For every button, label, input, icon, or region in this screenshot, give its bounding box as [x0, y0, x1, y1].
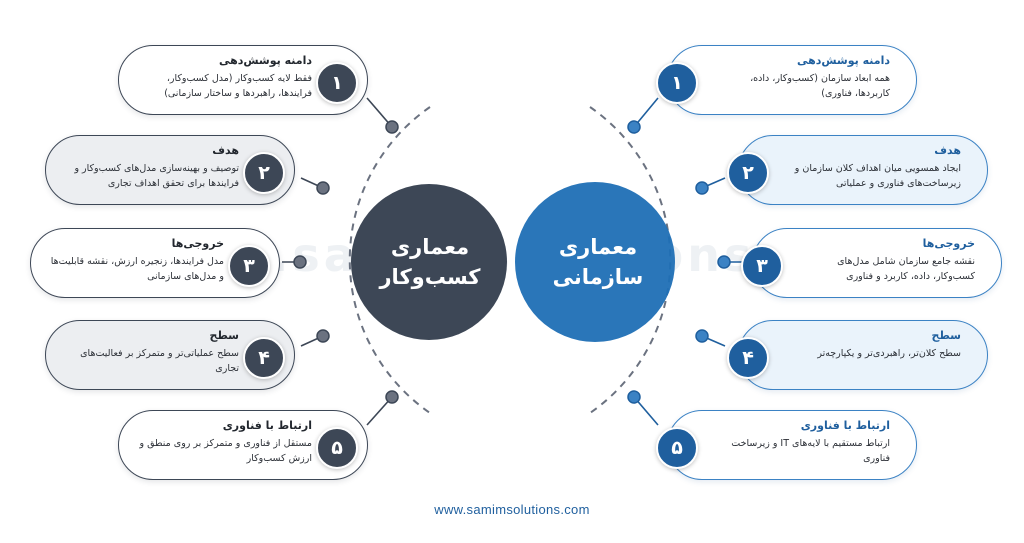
left-connector-dot	[316, 181, 330, 195]
business-card-level: سطح سطح عملیاتی‌تر و متمرکز بر فعالیت‌ها…	[45, 320, 295, 390]
card-description: نقشه جامع سازمان شامل مدل‌های کسب‌وکار، …	[837, 256, 975, 282]
card-title: ارتباط با فناوری	[800, 419, 890, 432]
left-connector-dot	[316, 329, 330, 343]
number-badge: ۵	[316, 427, 358, 469]
left-connector-dot	[293, 255, 307, 269]
number-badge: ۴	[727, 337, 769, 379]
business-architecture-label: معماری کسب‌وکار	[379, 235, 481, 289]
number-badge: ۲	[243, 152, 285, 194]
right-connector-dot	[717, 255, 731, 269]
card-title: سطح	[209, 329, 239, 342]
enterprise-architecture-circle	[515, 182, 675, 342]
card-description: فقط لایه کسب‌وکار (مدل کسب‌وکار، فراینده…	[164, 73, 312, 99]
card-title: خروجی‌ها	[922, 237, 975, 250]
enterprise-card-level: سطح سطح کلان‌تر، راهبردی‌تر و یکپارچه‌تر…	[727, 320, 988, 390]
connectors	[282, 97, 742, 426]
number-badge: ۲	[727, 152, 769, 194]
business-card-outputs: خروجی‌ها مدل فرایندها، زنجیره ارزش، نقشه…	[30, 228, 280, 298]
right-connector-dot	[695, 329, 709, 343]
card-title: هدف	[212, 144, 239, 157]
number-badge: ۱	[656, 62, 698, 104]
card-title: هدف	[934, 144, 961, 157]
card-description: سطح کلان‌تر، راهبردی‌تر و یکپارچه‌تر	[817, 348, 961, 359]
left-dashed-arc	[348, 106, 431, 414]
number-badge: ۳	[228, 245, 270, 287]
card-title: خروجی‌ها	[171, 237, 224, 250]
card-title: دامنه پوشش‌دهی	[218, 54, 312, 67]
footer-url[interactable]: www.samimsolutions.com	[434, 502, 590, 517]
number-badge: ۵	[656, 427, 698, 469]
card-description: سطح عملیاتی‌تر و متمرکز بر فعالیت‌های تج…	[80, 348, 239, 374]
number-badge: ۳	[741, 245, 783, 287]
business-card-technology: ارتباط با فناوری مستقل از فناوری و متمرک…	[118, 410, 368, 480]
dashed-arcs	[348, 106, 672, 414]
enterprise-architecture-label: معماری سازمانی	[552, 235, 644, 289]
business-card-scope: دامنه پوشش‌دهی فقط لایه کسب‌وکار (مدل کس…	[118, 45, 368, 115]
card-description: ایجاد همسویی میان اهداف کلان سازمان و زی…	[794, 163, 961, 189]
card-description: همه ابعاد سازمان (کسب‌وکار، داده، کاربرد…	[750, 73, 890, 99]
card-title: دامنه پوشش‌دهی	[796, 54, 890, 67]
enterprise-card-technology: ارتباط با فناوری ارتباط مستقیم با لایه‌ه…	[656, 410, 917, 480]
left-connector-dot	[385, 390, 399, 404]
enterprise-card-scope: دامنه پوشش‌دهی همه ابعاد سازمان (کسب‌وکا…	[656, 45, 917, 115]
right-connector-dot	[627, 120, 641, 134]
enterprise-card-goal: هدف ایجاد همسویی میان اهداف کلان سازمان …	[727, 135, 988, 205]
right-connector-dot	[695, 181, 709, 195]
card-title: سطح	[931, 329, 961, 342]
right-connector-dot	[627, 390, 641, 404]
enterprise-card-outputs: خروجی‌ها نقشه جامع سازمان شامل مدل‌های ک…	[741, 228, 1002, 298]
left-connector-dot	[385, 120, 399, 134]
card-description: مدل فرایندها، زنجیره ارزش، نقشه قابلیت‌ه…	[50, 256, 224, 282]
business-architecture-circle	[351, 184, 507, 340]
card-description: مستقل از فناوری و متمرکز بر روی منطق و ا…	[139, 438, 312, 464]
card-description: توصیف و بهینه‌سازی مدل‌های کسب‌وکار و فر…	[74, 163, 239, 189]
number-badge: ۴	[243, 337, 285, 379]
card-description: ارتباط مستقیم با لایه‌های IT و زیرساخت ف…	[731, 438, 890, 464]
number-badge: ۱	[316, 62, 358, 104]
right-dashed-arc	[589, 106, 672, 414]
business-card-goal: هدف توصیف و بهینه‌سازی مدل‌های کسب‌وکار …	[45, 135, 295, 205]
card-title: ارتباط با فناوری	[222, 419, 312, 432]
